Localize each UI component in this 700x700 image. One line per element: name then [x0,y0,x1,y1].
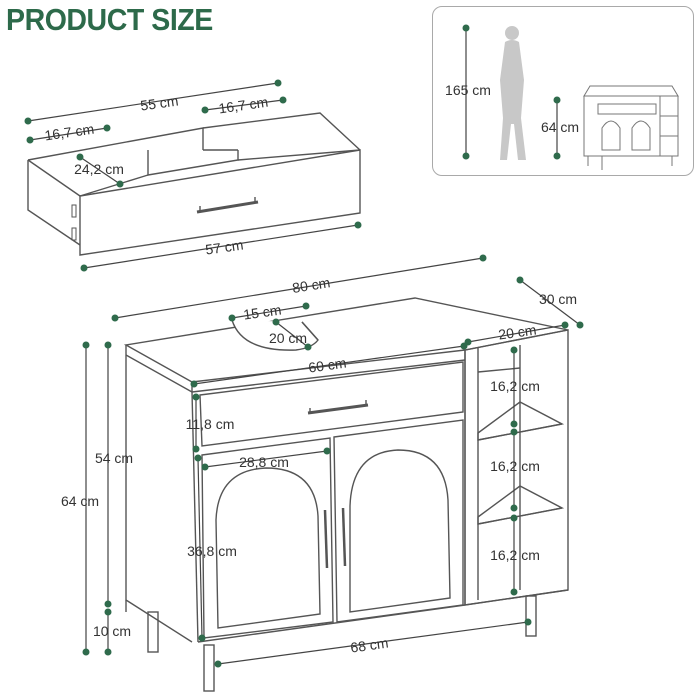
inset-dimension-lines [462,24,561,160]
drawer-illustration [27,112,361,256]
label-side-shelf-width: 20 cm [497,321,537,342]
label-cabinet-height-inset: 64 cm [541,119,579,135]
label-drawer-width-top: 55 cm [139,92,179,113]
label-bottom-width: 68 cm [349,634,389,655]
label-shelf-2: 16,2 cm [490,458,540,474]
cabinet-illustration [123,297,569,692]
page-title: PRODUCT SIZE [6,2,213,37]
label-person-height: 165 cm [445,82,491,98]
mini-cabinet [583,85,679,170]
inset-labels: 165 cm 64 cm [445,82,579,135]
drawer-dimension-labels: 55 cm 16,7 cm 16,7 cm 24,2 cm 57 cm [44,92,270,257]
cabinet-dimension-lines [82,254,584,668]
label-depth: 30 cm [539,291,577,307]
label-total-height: 64 cm [61,493,99,509]
label-right-compartment: 16,7 cm [218,94,270,117]
label-front-height: 54 cm [95,450,133,466]
label-top-inner-width: 60 cm [307,354,347,375]
label-drawer-height: 11,8 cm [186,416,235,432]
label-left-compartment: 16,7 cm [44,121,96,144]
person-silhouette [500,26,526,160]
label-door-height: 36,8 cm [187,543,237,559]
label-shelf-3: 16,2 cm [490,547,540,563]
label-hole-width: 15 cm [242,301,282,322]
drawer-dimension-lines [24,79,362,272]
cabinet-dimension-labels: 80 cm 30 cm 15 cm 20 cm 20 cm 60 cm 11,8… [61,274,577,655]
label-total-width: 80 cm [291,274,331,296]
label-leg-height: 10 cm [93,623,131,639]
label-compartment-depth: 24,2 cm [74,161,124,177]
label-drawer-width-front: 57 cm [204,236,244,257]
label-shelf-1: 16,2 cm [490,378,540,394]
dim-dot [24,117,32,125]
label-door-width: 28,8 cm [239,454,289,470]
dim-dot [274,79,282,87]
label-hole-depth: 20 cm [269,330,307,346]
